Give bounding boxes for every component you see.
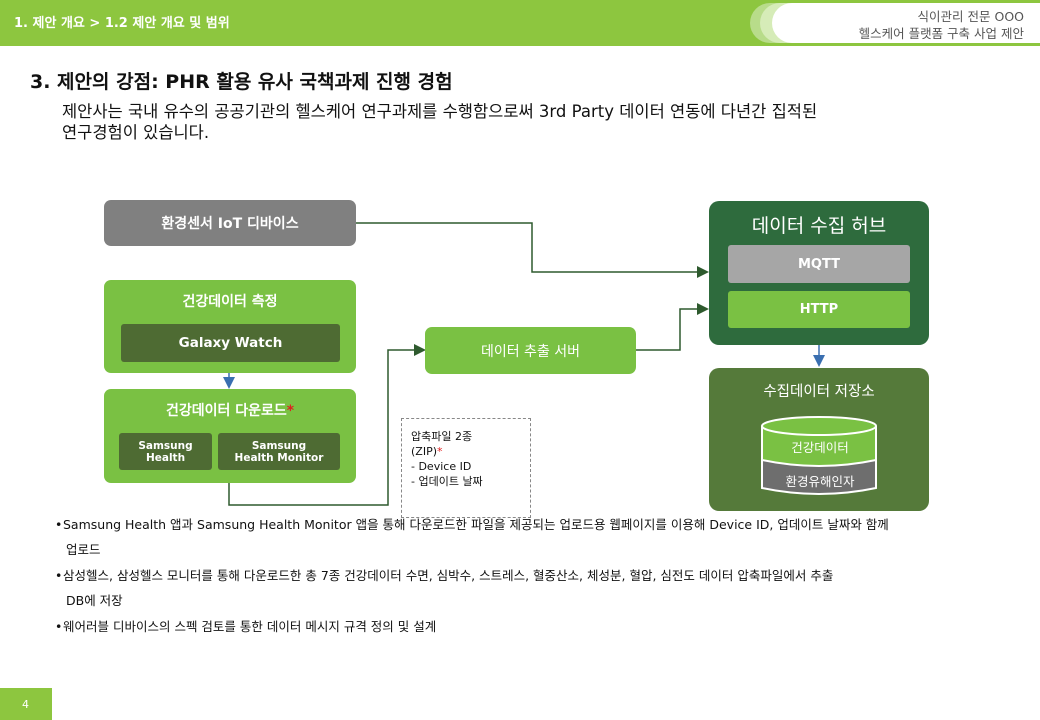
note-line-4: - 업데이트 날짜 [411,475,483,488]
bullet-2-marker: • [55,568,63,583]
bullet-2-cont: DB에 저장 [66,593,123,608]
bullet-3-text: 웨어러블 디바이스의 스펙 검토를 통한 데이터 메시지 규격 정의 및 설계 [63,619,437,634]
http-box: HTTP [728,291,910,328]
db-label-health: 건강데이터 [791,440,849,455]
samsung-health-box: Samsung Health [119,433,212,470]
note-line-1: 압축파일 2종 [411,430,473,443]
download-title-text: 건강데이터 다운로드 [165,403,287,419]
db-label-env: 환경유해인자 [785,474,855,489]
breadcrumb: 1. 제안 개요 > 1.2 제안 개요 및 범위 [14,16,230,31]
bullet-2-text: 삼성헬스, 삼성헬스 모니터를 통해 다운로드한 총 7종 건강데이터 수면, … [63,568,834,583]
page-number-box [0,688,52,720]
connector-iot-to-hub [356,222,709,278]
note-line-2: (ZIP) [411,445,437,458]
hub-title: 데이터 수집 허브 [751,215,887,237]
intro-text: 제안사는 국내 유수의 공공기관의 헬스케어 연구과제를 수행함으로써 3rd … [62,101,1002,143]
note-asterisk: * [437,445,443,458]
header-title-area [750,0,1040,46]
header-decor-3 [772,3,1040,43]
connector-server-to-hub [636,303,709,351]
intro-line-2: 연구경험이 있습니다. [62,123,210,142]
zip-note: 압축파일 2종 (ZIP)* - Device ID - 업데이트 날짜 [401,418,531,518]
mqtt-box: MQTT [728,245,910,283]
samsung-health-monitor-box: Samsung Health Monitor [218,433,340,470]
galaxy-watch-box: Galaxy Watch [121,324,340,362]
intro-line-1: 제안사는 국내 유수의 공공기관의 헬스케어 연구과제를 수행함으로써 3rd … [62,102,818,121]
measure-title: 건강데이터 측정 [182,294,278,310]
bullet-1-cont: 업로드 [66,542,101,557]
storage-title: 수집데이터 저장소 [763,384,875,400]
note-line-2-wrap: (ZIP)* [411,444,530,459]
bullet-1-text: Samsung Health 앱과 Samsung Health Monitor… [63,517,889,532]
header-title-line2: 헬스케어 플랫폼 구축 사업 제안 [858,26,1024,41]
header-title-line1: 식이관리 전문 OOO [917,9,1024,24]
download-asterisk: * [286,403,295,419]
bullet-2: •삼성헬스, 삼성헬스 모니터를 통해 다운로드한 총 7종 건강데이터 수면,… [55,564,1015,588]
bullet-3-marker: • [55,619,63,634]
extract-server-box: 데이터 추출 서버 [425,327,636,374]
bullet-1: •Samsung Health 앱과 Samsung Health Monito… [55,513,1015,537]
bullet-1-marker: • [55,517,63,532]
database-icon [761,416,877,495]
bullet-3: •웨어러블 디바이스의 스펙 검토를 통한 데이터 메시지 규격 정의 및 설계 [55,615,1015,639]
connector-download-to-server [228,344,426,506]
section-heading: 3. 제안의 강점: PHR 활용 유사 국책과제 진행 경험 [30,71,453,93]
note-line-3: - Device ID [411,460,472,473]
page-number: 4 [22,698,29,711]
iot-device-box: 환경센서 IoT 디바이스 [104,200,356,246]
download-title: 건강데이터 다운로드* [104,400,356,420]
